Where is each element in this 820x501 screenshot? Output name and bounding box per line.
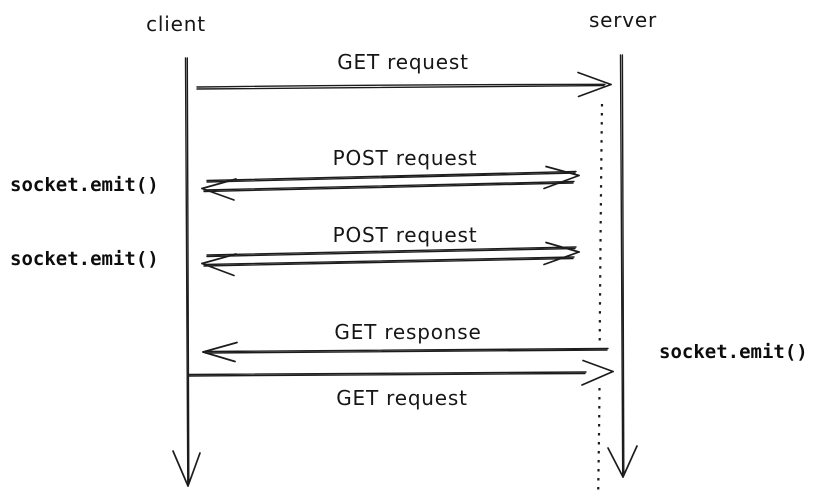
arrow-get-response [202, 341, 609, 363]
server-lifeline-arrow [607, 54, 638, 478]
server-dotted-line [597, 103, 604, 493]
client-label: client [146, 12, 206, 36]
message-label-post-request-1: POST request [332, 146, 478, 170]
arrow-post-request-1 [201, 165, 580, 201]
socket-emit-label-left-2: socket.emit() [10, 248, 159, 270]
arrow-get-request-2 [188, 359, 614, 386]
message-label-get-request-1: GET request [337, 50, 469, 74]
socket-emit-label-right: socket.emit() [659, 341, 808, 363]
message-label-get-response: GET response [334, 320, 482, 344]
server-label: server [588, 8, 658, 32]
message-label-post-request-2: POST request [332, 223, 478, 247]
socket-emit-label-left-1: socket.emit() [10, 174, 159, 196]
arrow-post-request-2 [201, 241, 580, 277]
client-lifeline-arrow [172, 57, 201, 487]
arrow-get-request-1 [196, 71, 612, 98]
message-label-get-request-2: GET request [336, 386, 468, 410]
